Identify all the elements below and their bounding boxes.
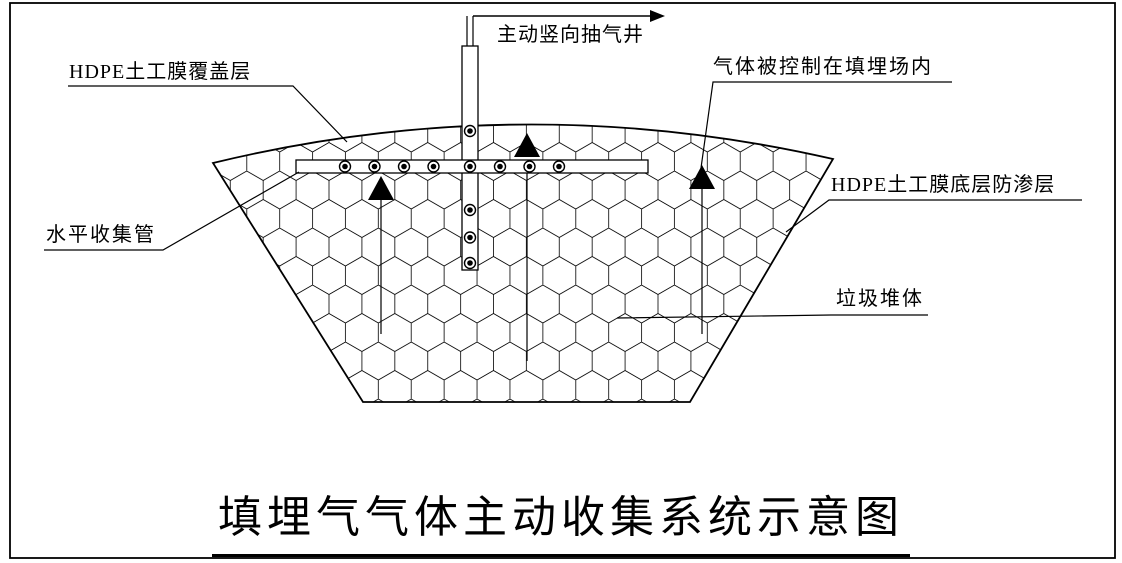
- gas-flow-arrow-left: [368, 176, 394, 200]
- label-hdpe-bottom-liner: HDPE土工膜底层防渗层: [831, 174, 1056, 196]
- leader-bottom-liner: [785, 199, 1082, 233]
- label-vertical-well: 主动竖向抽气井: [497, 24, 644, 46]
- leader-lines: [44, 81, 1082, 319]
- gas-outlet-arrow: [473, 10, 665, 22]
- leader-horizontal-pipe: [44, 171, 300, 251]
- gas-flow-arrow-center: [514, 133, 540, 157]
- diagram-title: 填埋气气体主动收集系统示意图: [212, 481, 910, 557]
- leader-hdpe-cover: [68, 85, 348, 143]
- gas-flow-arrows: [368, 133, 715, 361]
- label-waste-body: 垃圾堆体: [836, 288, 924, 310]
- pipe-perforation-dots: [338, 124, 566, 270]
- label-horizontal-pipe: 水平收集管: [46, 224, 156, 246]
- leader-waste-body: [616, 314, 928, 319]
- label-hdpe-cover: HDPE土工膜覆盖层: [69, 61, 252, 83]
- gas-flow-arrow-right: [689, 165, 715, 189]
- leader-gas-contained: [700, 81, 952, 169]
- page-border: [9, 2, 1116, 559]
- landfill-body: [211, 123, 835, 403]
- label-gas-contained: 气体被控制在填埋场内: [713, 56, 933, 78]
